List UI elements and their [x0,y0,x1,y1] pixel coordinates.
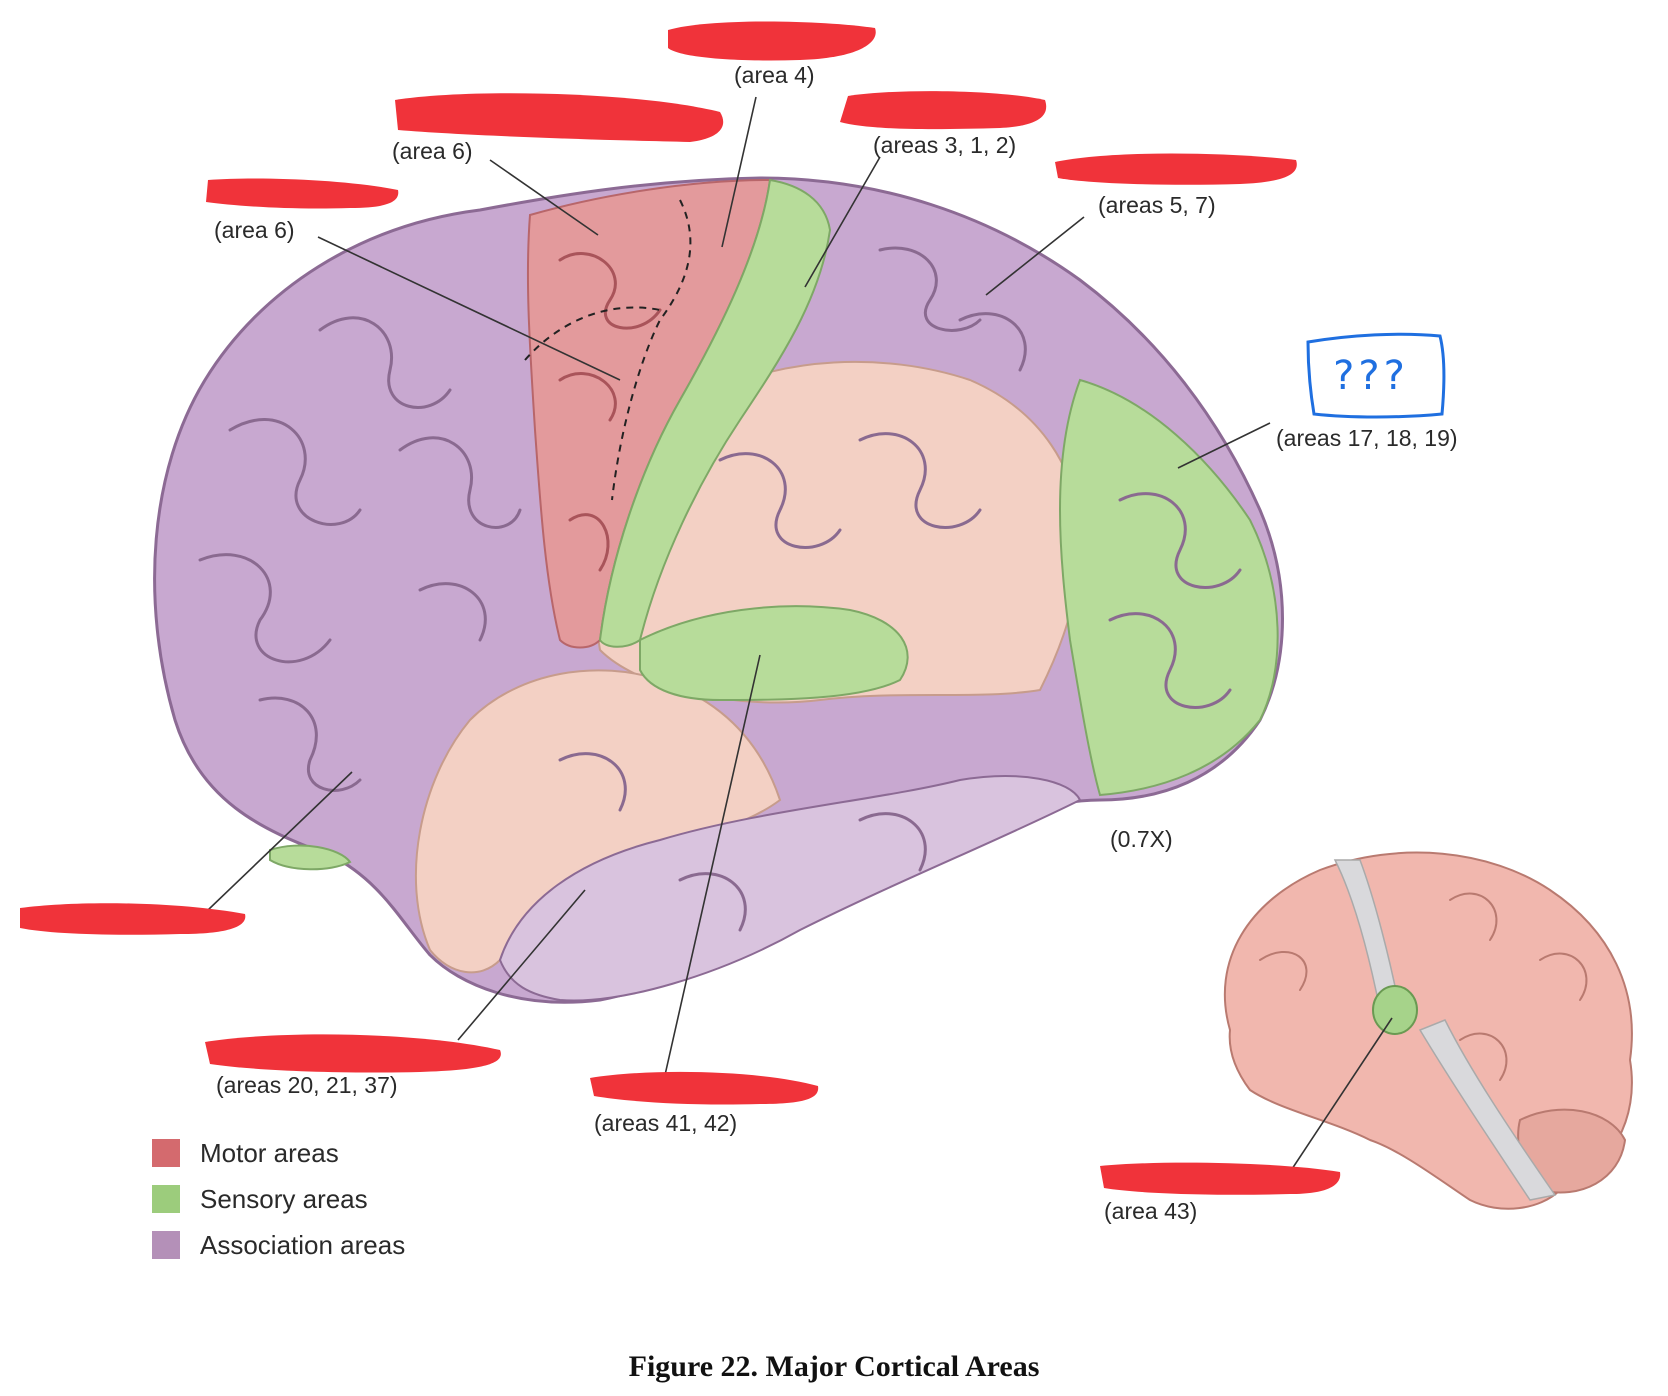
figure-caption: Figure 22. Major Cortical Areas [628,1350,1040,1383]
legend-item-association: Association areas [152,1222,405,1268]
inset-gustatory-area [1372,985,1418,1035]
legend: Motor areas Sensory areas Association ar… [152,1130,405,1268]
legend-label-motor: Motor areas [200,1137,339,1168]
visual-area [1059,378,1279,797]
redaction-marks [20,21,1341,1195]
question-box-outline [1306,332,1446,419]
inset-brain [1223,851,1633,1210]
auditory-area [639,605,909,702]
brainstem-sensory-bit [269,844,352,871]
legend-item-motor: Motor areas [152,1130,405,1176]
label-areas-3-1-2: (areas 3, 1, 2) [873,132,1017,158]
legend-label-sensory: Sensory areas [200,1183,368,1214]
label-areas-17-18-19: (areas 17, 18, 19) [1276,425,1458,451]
label-area-6-supplementary: (area 6) [214,217,295,243]
gyri-folds [198,246,1242,932]
leader-lines [207,96,1393,1173]
red-fold-strokes [558,252,662,572]
redaction-auditory [590,1071,819,1105]
redaction-area6-left [206,178,399,209]
area-boundary-dashed [524,199,692,501]
redaction-area4 [668,21,876,61]
redaction-gustatory [1100,1162,1341,1195]
sensory-swatch [152,1185,180,1213]
label-area-43: (area 43) [1104,1198,1198,1224]
label-areas-5-7: (areas 5, 7) [1098,192,1216,218]
redaction-prefrontal [20,903,246,935]
inferior-temporal-region [498,775,1082,1002]
motor-swatch [152,1139,180,1167]
question-marks: ??? [1333,353,1409,399]
label-areas-41-42: (areas 41, 42) [594,1110,738,1136]
redaction-somato [840,91,1047,130]
legend-item-sensory: Sensory areas [152,1176,405,1222]
redaction-temporal [205,1034,501,1073]
label-areas-20-21-37: (areas 20, 21, 37) [216,1072,398,1098]
association-swatch [152,1231,180,1259]
scale-label: (0.7X) [1110,826,1173,852]
redaction-area6-top [395,93,724,142]
redaction-parietal [1055,153,1297,185]
legend-label-association: Association areas [200,1229,406,1260]
label-area-6-premotor: (area 6) [392,138,473,164]
inset-lower-band [1418,1019,1557,1201]
label-area-4: (area 4) [734,62,815,88]
